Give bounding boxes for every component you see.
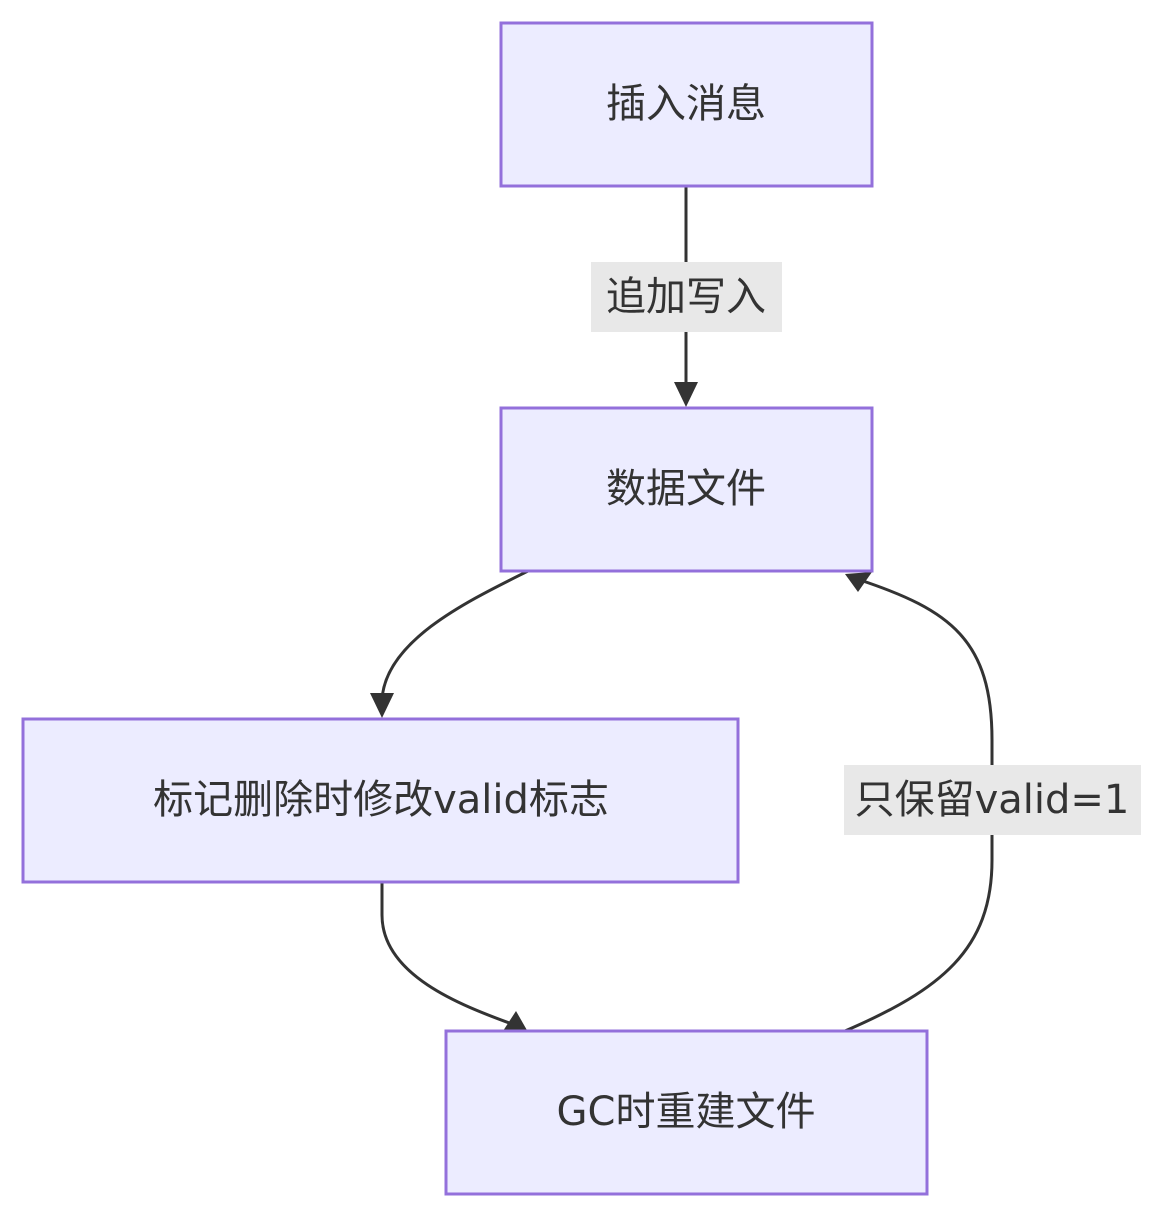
node-label: 插入消息 xyxy=(606,81,766,127)
edge-label-bg xyxy=(844,765,1141,835)
node-label: GC时重建文件 xyxy=(557,1089,816,1135)
node-box xyxy=(499,21,874,188)
node-label: 标记删除时修改valid标志 xyxy=(153,777,609,823)
edge-label-keep-valid: 只保留valid=1 xyxy=(844,765,1141,835)
edge-datafile-to-mark xyxy=(380,569,529,701)
edge-label-text: 只保留valid=1 xyxy=(855,777,1130,823)
edge-label-append-write: 追加写入 xyxy=(591,262,782,332)
node-insert-message[interactable]: 插入消息 xyxy=(499,21,874,188)
node-box xyxy=(21,717,740,884)
arrowhead-gc-top xyxy=(503,1011,528,1032)
node-gc-rebuild[interactable]: GC时重建文件 xyxy=(444,1029,929,1196)
edge-label-text: 追加写入 xyxy=(606,274,766,320)
edge-mark-to-gc xyxy=(380,882,513,1026)
node-mark-delete[interactable]: 标记删除时修改valid标志 xyxy=(21,717,740,884)
edges xyxy=(370,187,994,1033)
arrowhead-datafile-bottom xyxy=(845,572,872,592)
node-box xyxy=(499,406,874,573)
node-box xyxy=(444,1029,929,1196)
arrowhead-datafile-top xyxy=(674,382,698,407)
node-data-file[interactable]: 数据文件 xyxy=(499,406,874,573)
edge-gc-to-datafile xyxy=(844,578,994,1033)
node-label: 数据文件 xyxy=(606,466,766,512)
arrowhead-mark-top xyxy=(370,693,394,718)
edge-label-bg xyxy=(591,262,782,332)
